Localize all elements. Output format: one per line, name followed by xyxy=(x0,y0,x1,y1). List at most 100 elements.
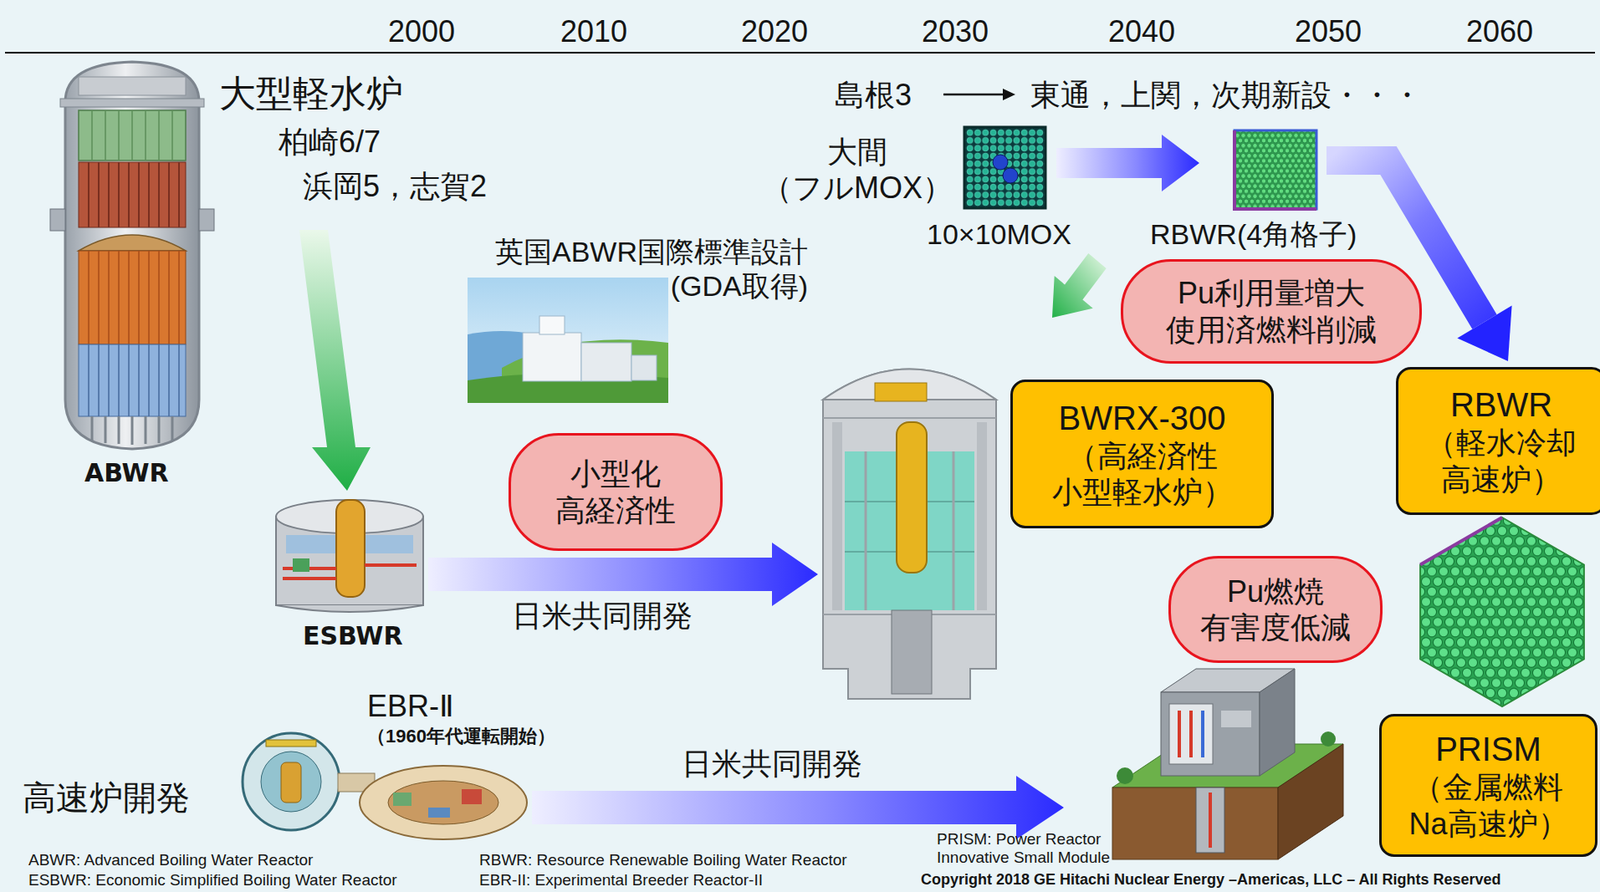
footnote: RBWR: Resource Renewable Boiling Water R… xyxy=(479,851,848,870)
abwr-vessel-illustration xyxy=(88,344,179,417)
bwrx-300-illustration xyxy=(874,383,927,402)
prism-illustration xyxy=(1196,787,1225,854)
fuel-label: 10×10MOX xyxy=(926,217,1072,252)
ebr-ii-illustration xyxy=(393,792,412,807)
year-label: 2000 xyxy=(388,13,455,50)
ebr-ii-illustration xyxy=(359,766,527,840)
prism-illustration xyxy=(1201,710,1205,758)
abwr-vessel-illustration xyxy=(50,61,215,450)
goal-pill: Pu燃焼 有害度低減 xyxy=(1168,556,1383,664)
node-title: Pu利用量増大 使用済燃料削減 xyxy=(1165,275,1377,348)
development-arrow xyxy=(299,230,371,491)
year-label: 2010 xyxy=(560,13,628,50)
uk-abwr-plant-illustration xyxy=(581,342,632,382)
year-label: 2040 xyxy=(1108,13,1176,50)
prism-illustration xyxy=(1259,669,1295,777)
abwr-vessel-illustration xyxy=(199,209,215,231)
prism-illustration xyxy=(1112,787,1278,860)
mox-fuel-assembly xyxy=(964,127,1046,209)
development-arrow xyxy=(428,542,818,607)
year-label: 2020 xyxy=(741,13,808,50)
esbwr-illustration xyxy=(276,605,424,613)
bwrx-300-illustration xyxy=(823,369,997,701)
year-label: 2030 xyxy=(921,13,989,50)
abwr-vessel-illustration xyxy=(92,416,173,445)
plan-arrow xyxy=(943,88,1016,101)
abwr-vessel-illustration xyxy=(65,61,200,450)
abwr-vessel-illustration xyxy=(78,162,186,228)
reactor-box: RBWR（軽水冷却 高速炉） xyxy=(1395,367,1600,516)
development-arrow xyxy=(1456,306,1512,363)
node-title: PRISM xyxy=(1435,729,1542,770)
reactor-box: PRISM（金属燃料 Na高速炉） xyxy=(1379,714,1598,858)
development-arrow xyxy=(531,776,1064,840)
timeline-axis xyxy=(5,51,1595,54)
node-body: （金属燃料 Na高速炉） xyxy=(1408,769,1568,842)
mox-fuel-assembly xyxy=(1002,168,1018,184)
rbwr-hexagonal-core xyxy=(1420,517,1585,707)
ebr-ii-illustration xyxy=(428,807,450,818)
abwr-vessel-illustration xyxy=(78,76,186,96)
footnote: PRISM: Power Reactor Innovative Small Mo… xyxy=(936,830,1128,868)
prism-illustration xyxy=(1179,710,1192,758)
rbwr-hexagonal-core xyxy=(1420,517,1585,707)
ebr-ii-illustration xyxy=(461,789,482,805)
abwr-vessel-illustration xyxy=(50,209,66,231)
mox-fuel-assembly xyxy=(964,127,1046,209)
reactor-name: ESBWR xyxy=(302,621,404,652)
goal-pill: Pu利用量増大 使用済燃料削減 xyxy=(1120,259,1422,364)
prism-illustration xyxy=(1208,792,1212,849)
arrow-label: 日米共同開発 xyxy=(681,746,863,783)
plant-name: 浜岡5，志賀2 xyxy=(302,168,487,205)
node-title: BWRX-300 xyxy=(1058,398,1226,439)
abwr-vessel-illustration xyxy=(88,250,179,345)
uk-abwr-plant-illustration xyxy=(539,316,565,335)
prism-illustration xyxy=(1116,767,1134,785)
uk-abwr-plant-illustration xyxy=(467,277,669,404)
ebr-ii-illustration xyxy=(242,733,340,831)
node-title: RBWR xyxy=(1450,384,1553,425)
bwrx-300-illustration xyxy=(823,418,997,615)
ebr-ii-illustration xyxy=(242,733,527,840)
development-arrow xyxy=(1056,134,1200,192)
plan-arrow xyxy=(1002,88,1016,101)
node-title: Pu燃焼 有害度低減 xyxy=(1200,573,1351,646)
design-note: 英国ABWR国際標準設計 (GDA取得) xyxy=(495,235,808,304)
footnote: ESBWR: Economic Simplified Boiling Water… xyxy=(28,871,398,890)
reactor-box: BWRX-300（高経済性 小型軽水炉） xyxy=(1010,379,1274,529)
abwr-vessel-illustration xyxy=(78,110,186,161)
arrow-label: 日米共同開発 xyxy=(511,598,693,634)
esbwr-illustration xyxy=(292,558,310,573)
copyright-note: Copyright 2018 GE Hitachi Nuclear Energy… xyxy=(920,871,1502,890)
plan-arrow xyxy=(943,93,1006,97)
uk-abwr-plant-illustration xyxy=(631,355,657,381)
fuel-label: RBWR(4角格子) xyxy=(1150,217,1357,252)
node-title: 小型化 高経済性 xyxy=(555,455,676,528)
reactor-name: ABWR xyxy=(84,458,169,489)
rbwr-square-assembly xyxy=(1234,130,1317,210)
year-label: 2060 xyxy=(1466,13,1534,50)
prism-illustration xyxy=(1160,692,1260,777)
rbwr-hexagonal-core xyxy=(1420,517,1503,566)
bwrx-300-illustration xyxy=(891,610,932,695)
prism-illustration xyxy=(1112,669,1344,860)
bwrx-300-illustration xyxy=(976,422,987,611)
abwr-vessel-illustration xyxy=(78,250,186,345)
ebr-ii-illustration xyxy=(260,751,322,813)
mox-fuel-assembly xyxy=(992,154,1008,170)
prism-illustration xyxy=(1169,704,1213,765)
plant-name: 島根3 xyxy=(834,76,912,113)
prism-illustration xyxy=(1277,744,1344,860)
ebr-ii-illustration xyxy=(281,762,302,803)
plant-name: 大間 （フルMOX） xyxy=(761,133,953,206)
bwrx-300-illustration xyxy=(896,422,927,573)
goal-pill: 小型化 高経済性 xyxy=(508,433,723,552)
plant-name: 柏崎6/7 xyxy=(278,123,381,160)
uk-abwr-plant-illustration xyxy=(522,332,582,382)
prism-illustration xyxy=(1320,731,1336,747)
ebr-ii-illustration xyxy=(388,781,499,825)
group-heading: 大型軽水炉 xyxy=(219,71,404,117)
node-body: （軽水冷却 高速炉） xyxy=(1426,424,1577,497)
rbwr-square-assembly xyxy=(1234,130,1317,210)
